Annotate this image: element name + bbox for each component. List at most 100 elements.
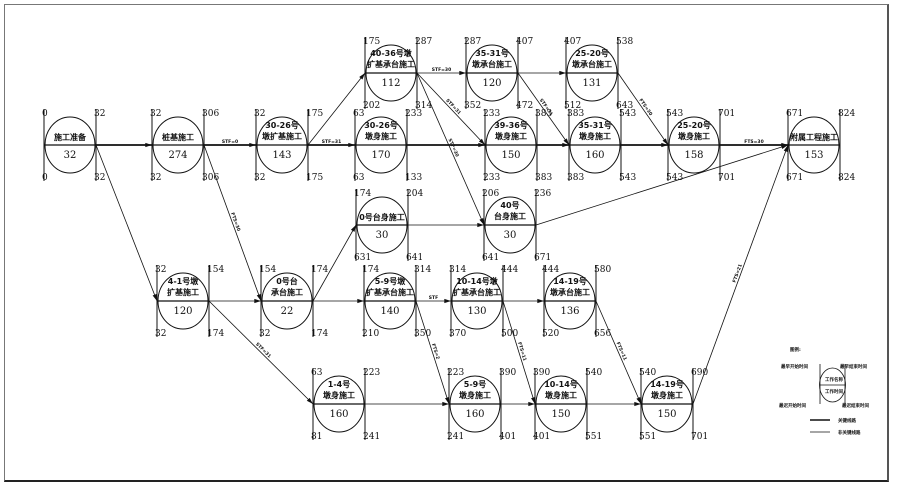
node-name: 25-20号	[677, 121, 711, 130]
node-early-start: 174	[362, 265, 379, 275]
edge-n22-n11: FTS=21	[692, 144, 789, 405]
node-name: 扩基施工	[167, 287, 199, 297]
node-name: 35-31号	[578, 121, 612, 130]
edge-line	[502, 300, 536, 405]
edge-line	[535, 144, 789, 226]
arrow-head-icon	[537, 298, 544, 304]
node-name: 5-9号	[464, 380, 486, 389]
node-early-start: 314	[449, 265, 466, 275]
arrow-head-icon	[563, 138, 569, 145]
edge-n17-n18	[503, 298, 544, 304]
node-name: 墩身施工	[678, 131, 710, 141]
node-late-finish: 701	[718, 173, 735, 183]
edge-line	[595, 300, 642, 405]
node-early-finish: 175	[306, 109, 323, 119]
node-early-start: 63	[353, 109, 365, 119]
node-early-start: 175	[363, 37, 380, 47]
node-early-start: 444	[542, 265, 559, 275]
edge-n1-n14	[95, 144, 158, 302]
node-late-finish: 350	[414, 329, 431, 339]
node-early-finish: 383	[535, 109, 552, 119]
node-name: 墩承台施工	[572, 59, 612, 69]
arrow-head-icon	[559, 70, 566, 76]
node-duration: 160	[585, 150, 604, 161]
node-late-start: 641	[482, 253, 499, 263]
node-name: 0号台	[276, 276, 298, 286]
node-early-start: 206	[482, 189, 499, 199]
node-late-start: 202	[363, 101, 380, 111]
node-late-finish: 383	[535, 173, 552, 183]
node-early-finish: 174	[311, 265, 328, 275]
node-late-start: 370	[449, 329, 466, 339]
node-name: 墩身施工	[651, 390, 683, 400]
arrow-head-icon	[478, 142, 485, 148]
node-duration: 150	[501, 150, 520, 161]
edge-n5-n13: STF=30	[416, 72, 485, 226]
node-duration: 170	[371, 150, 390, 161]
node-name: 40号	[500, 201, 519, 210]
node-name: 扩基承台施工	[366, 287, 414, 297]
edge-line	[617, 72, 669, 146]
diagram-frame	[4, 4, 889, 482]
legend-title: 图例:	[790, 346, 801, 353]
node-duration: 160	[329, 409, 348, 420]
node-late-start: 520	[542, 329, 559, 339]
legend-bottom-left: 最迟开始时间	[779, 402, 806, 409]
edge-label: STF=0	[222, 139, 238, 145]
edge-line	[416, 72, 485, 226]
legend-top-right: 最早结束时间	[840, 363, 867, 370]
edge-label: STF	[429, 295, 438, 301]
edge-label: FTS=2	[430, 343, 441, 360]
node-name: 墩身施工	[545, 390, 577, 400]
node-late-start: 32	[254, 173, 265, 183]
edge-n16-n17: STF	[416, 295, 451, 304]
node-early-finish: 407	[516, 37, 533, 47]
node-duration: 150	[551, 409, 570, 420]
node-early-finish: 306	[202, 109, 219, 119]
edge-label: STF=31	[322, 139, 341, 145]
node-late-finish: 175	[306, 173, 323, 183]
node-name: 墩身施工	[495, 131, 527, 141]
node-early-start: 223	[447, 368, 464, 378]
node-late-finish: 32	[94, 173, 105, 183]
edge-line	[307, 72, 366, 146]
node-duration: 150	[657, 409, 676, 420]
edge-line	[415, 300, 450, 405]
node-late-start: 551	[639, 432, 656, 442]
node-late-finish: 643	[616, 101, 633, 111]
arrow-head-icon	[528, 401, 535, 407]
arrow-head-icon	[442, 401, 449, 407]
node-early-start: 383	[567, 109, 584, 119]
node-early-finish: 538	[616, 37, 633, 47]
node-early-finish: 154	[207, 265, 224, 275]
legend-critical-label: 关键线路	[838, 417, 856, 424]
arrow-head-icon	[348, 142, 355, 148]
node-name: 39-36号	[494, 121, 528, 130]
node-late-finish: 314	[415, 101, 432, 111]
node-name: 墩身施工	[365, 131, 397, 141]
